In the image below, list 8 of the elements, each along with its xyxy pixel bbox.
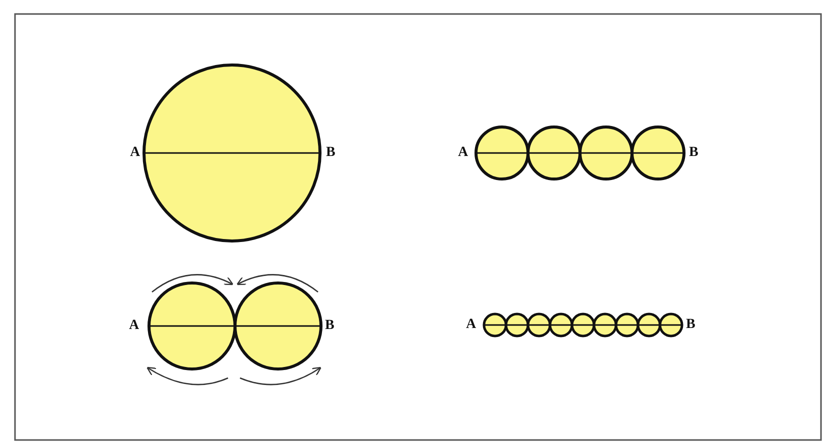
point-label: A — [466, 318, 476, 332]
point-label: B — [326, 146, 336, 160]
point-label: B — [689, 146, 698, 160]
point-label: A — [129, 319, 140, 333]
point-label: B — [325, 319, 334, 333]
point-label: A — [130, 146, 140, 160]
point-label: A — [458, 146, 468, 160]
point-label: B — [686, 318, 696, 332]
